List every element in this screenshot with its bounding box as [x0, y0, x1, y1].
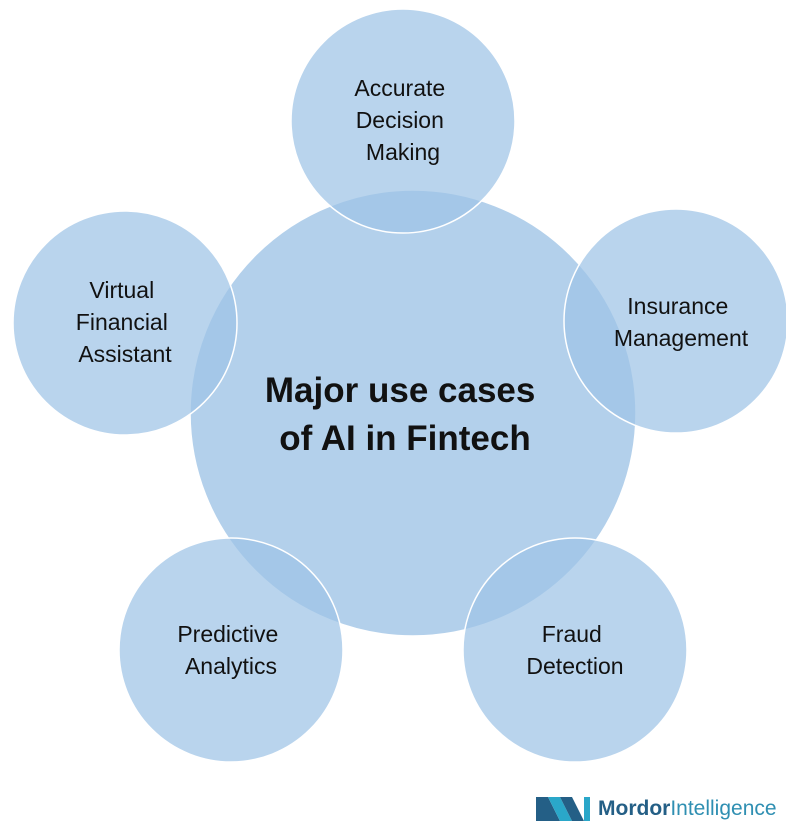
center-title: Major use cases of AI in Fintech — [265, 371, 545, 458]
node-label-virtual-financial-assistant: Virtual Financial Assistant — [76, 277, 174, 367]
node-label-line: Financial — [76, 309, 168, 335]
logo-word-mordor: Mordor — [598, 797, 671, 820]
node-label-line: Decision — [356, 107, 444, 133]
node-circle-accurate-decision-making — [290, 8, 516, 234]
node-label-line: Fraud — [542, 621, 602, 647]
node-circle-predictive-analytics — [118, 537, 344, 763]
node-label-insurance-management: Insurance Management — [614, 293, 749, 351]
node-label-line: Insurance — [627, 293, 728, 319]
node-label-line: Management — [614, 325, 749, 351]
node-circle-virtual-financial-assistant — [12, 210, 238, 436]
node-label-fraud-detection: Fraud Detection — [526, 621, 623, 679]
node-circle-insurance-management — [563, 208, 786, 434]
node-label-line: Analytics — [185, 653, 277, 679]
logo-wordmark: MordorIntelligence — [598, 797, 777, 821]
node-label-predictive-analytics: Predictive Analytics — [177, 621, 284, 679]
center-title-line-2: of AI in Fintech — [279, 419, 530, 458]
logo-word-intelligence: Intelligence — [670, 797, 777, 820]
node-circle-fraud-detection — [462, 537, 688, 763]
mordor-intelligence-logo: MordorIntelligence — [536, 795, 777, 823]
node-label-line: Predictive — [177, 621, 278, 647]
node-label-line: Detection — [526, 653, 623, 679]
center-title-line-1: Major use cases — [265, 371, 535, 410]
node-label-line: Accurate — [354, 75, 445, 101]
node-label-line: Assistant — [78, 341, 172, 367]
node-label-accurate-decision-making: Accurate Decision Making — [354, 75, 451, 165]
node-label-line: Virtual — [89, 277, 154, 303]
mordor-intelligence-logo-icon — [536, 797, 590, 821]
node-label-line: Making — [366, 139, 440, 165]
